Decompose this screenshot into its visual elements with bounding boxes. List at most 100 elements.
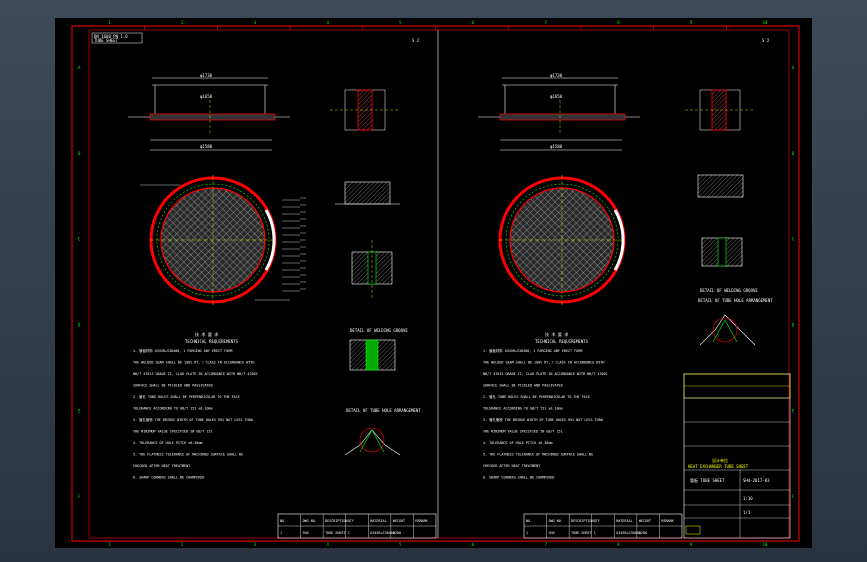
title-project: HEAT EXCHANGER TUBE SHEET	[688, 464, 749, 469]
row-letter-left: F	[78, 494, 81, 499]
tech-note-line: THE MINIMUM VALUE SPECIFIED IN GB/T 151	[133, 430, 213, 434]
title-scale: 1:10	[743, 496, 753, 501]
section-detail-2	[335, 181, 400, 205]
tech-note-line: 6. SHARP CORNERS SHALL BE CHAMFERED	[483, 476, 554, 480]
parts-data-cell: Q345R+S30408	[616, 531, 641, 535]
parts-header-cell: MATERIAL	[616, 519, 632, 523]
section-detail-4: DETAIL OF WELDING GROOVE	[349, 328, 408, 371]
title-block: 设计单位 HEAT EXCHANGER TUBE SHEET 管板 TUBE S…	[683, 373, 791, 539]
parts-header-cell: WEIGHT	[393, 519, 405, 523]
tech-note-line: SURFACE SHALL BE PICKLED AND PASSIVATED	[133, 384, 213, 388]
row-letter-left: E	[78, 408, 81, 413]
tech-heading-right: 技 术 要 求	[545, 331, 568, 337]
right-sheet: S 2 φ1730 φ1650 φ1580	[478, 38, 791, 539]
tech-note-line: TOLERANCE ACCORDING TO GB/T 151 ±0.10mm	[133, 407, 213, 411]
tech-note-line: 2. 管孔 TUBE HOLES SHALL BE PERPENDICULAR …	[133, 394, 240, 399]
tech-note-line: TOLERANCE ACCORDING TO GB/T 151 ±0.10mm	[483, 407, 563, 411]
row-letter-right: C	[792, 237, 795, 242]
detail-caption-2: DETAIL OF TUBE HOLE ARRANGEMENT	[346, 408, 421, 413]
parts-header-cell: NO.	[280, 519, 286, 523]
dim-top-2: φ1650	[200, 94, 213, 99]
parts-data-cell: 1	[280, 531, 282, 535]
parts-header-cell: NO.	[526, 519, 532, 523]
left-sheet: DN 1600 PN 1.0 TUBE SHEET S 2 φ1730 φ165…	[91, 32, 437, 539]
column-number-top: 7	[545, 20, 548, 25]
row-letter-left: A	[78, 65, 81, 70]
tech-heading: 技 术 要 求	[195, 331, 218, 337]
drawing-area	[55, 18, 812, 548]
column-number-bottom: 10	[763, 542, 768, 547]
tech-note-line: 1. 管板材料 Q345R+S30408, 1 FORGING ANY EREC…	[133, 348, 232, 353]
parts-data-cell: 4280	[639, 531, 647, 535]
dim-top-1-right: φ1730	[550, 73, 563, 78]
tech-note-line: 4. TOLERANCE OF HOLE PITCH ±0.30mm	[133, 441, 202, 445]
inner-border	[88, 29, 790, 539]
tech-note-line: SURFACE SHALL BE PICKLED AND PASSIVATED	[483, 384, 563, 388]
parts-data-cell: 4280	[393, 531, 401, 535]
tech-note-line: CHECKED AFTER HEAT TREATMENT	[133, 464, 190, 468]
column-number-top: 3	[254, 20, 257, 25]
corner-tag-box	[91, 32, 143, 44]
parts-header-cell: DESCRIPTION	[325, 519, 347, 523]
row-letter-right: E	[792, 408, 795, 413]
tech-note-line: THE WELDED SEAM SHALL BE 100% RT, Ⅰ CLAS…	[133, 361, 254, 365]
tech-note-line: 3. 管孔管桥 THE BRIDGE WIDTH OF TUBE HOLES 9…	[133, 417, 253, 422]
section-detail-right-2	[697, 174, 744, 198]
parts-data-cell: SH4	[549, 531, 555, 535]
tech-note-line: NB/T 47013 GRADE II, CLAD PLATE IN ACCOR…	[133, 372, 258, 376]
column-number-top: 5	[399, 20, 402, 25]
column-number-bottom: 9	[690, 542, 693, 547]
column-number-bottom: 2	[181, 542, 184, 547]
parts-header-cell: DWG NO.	[303, 519, 317, 523]
title-drawing-name: 管板 TUBE SHEET	[690, 477, 725, 483]
row-letter-left: B	[78, 151, 81, 156]
column-number-bottom: 7	[545, 542, 548, 547]
detail-caption-1: DETAIL OF WELDING GROOVE	[350, 328, 408, 333]
dim-top-2-right: φ1650	[550, 94, 563, 99]
parts-header-cell: QTY	[594, 519, 600, 523]
column-number-top: 2	[181, 20, 184, 25]
parts-data-cell: Q345R+S30408	[370, 531, 395, 535]
parts-header-cell: QTY	[348, 519, 354, 523]
row-letter-right: F	[792, 494, 795, 499]
parts-data-cell: TUBE SHEET	[571, 531, 591, 535]
hole-callouts	[282, 197, 306, 292]
detail-caption-2-right: DETAIL OF TUBE HOLE ARRANGEMENT	[698, 298, 773, 303]
tech-note-line: THE WELDED SEAM SHALL BE 100% RT, Ⅰ CLAS…	[483, 361, 604, 365]
column-number-top: 8	[617, 20, 620, 25]
parts-data-cell: 1	[526, 531, 528, 535]
parts-list-table-right: NO. 1 DWG NO. SH4 DESCRIPTION TUBE SHEET QTY 1 M…	[523, 513, 683, 539]
tech-note-line: 5. THE FLATNESS TOLERANCE OF MACHINED SU…	[483, 453, 593, 457]
tube-hole-arrangement-right: DETAIL OF TUBE HOLE ARRANGEMENT	[698, 298, 773, 346]
parts-header-cell: DESCRIPTION	[571, 519, 593, 523]
parts-header-cell: DWG NO.	[549, 519, 563, 523]
tubesheet-plan-view	[140, 175, 290, 305]
tubesheet-plan-view-right	[498, 175, 626, 305]
corner-tag-subtext: TUBE SHEET	[94, 38, 119, 43]
tech-note-line: 6. SHARP CORNERS SHALL BE CHAMFERED	[133, 476, 204, 480]
row-letter-right: B	[792, 151, 795, 156]
tech-note-line: CHECKED AFTER HEAT TREATMENT	[483, 464, 540, 468]
section-detail-right-1	[685, 89, 755, 131]
dim-top-1: φ1730	[200, 73, 213, 78]
section-detail-right-3: DETAIL OF WELDING GROOVE	[700, 237, 758, 293]
dim-bottom: φ1580	[200, 144, 213, 149]
row-letter-left: D	[78, 322, 81, 327]
plate-front-view-right: φ1730 φ1650 φ1580	[478, 73, 640, 151]
column-number-top: 10	[763, 20, 768, 25]
parts-data-cell: 1	[594, 531, 596, 535]
column-number-bottom: 5	[399, 542, 402, 547]
detail-caption-1-right: DETAIL OF WELDING GROOVE	[700, 288, 758, 293]
tech-title-right: TECHNICAL REQUIREMENTS	[535, 339, 589, 344]
tech-title: TECHNICAL REQUIREMENTS	[185, 339, 239, 344]
column-number-top: 9	[690, 20, 693, 25]
plate-front-view: φ1730 φ1650 φ1580	[128, 73, 290, 151]
title-company: 设计单位	[712, 457, 728, 463]
parts-data-cell: TUBE SHEET	[325, 531, 345, 535]
column-number-bottom: 4	[326, 542, 329, 547]
tech-notes: 1. 管板材料 Q345R+S30408, 1 FORGING ANY EREC…	[133, 348, 258, 480]
